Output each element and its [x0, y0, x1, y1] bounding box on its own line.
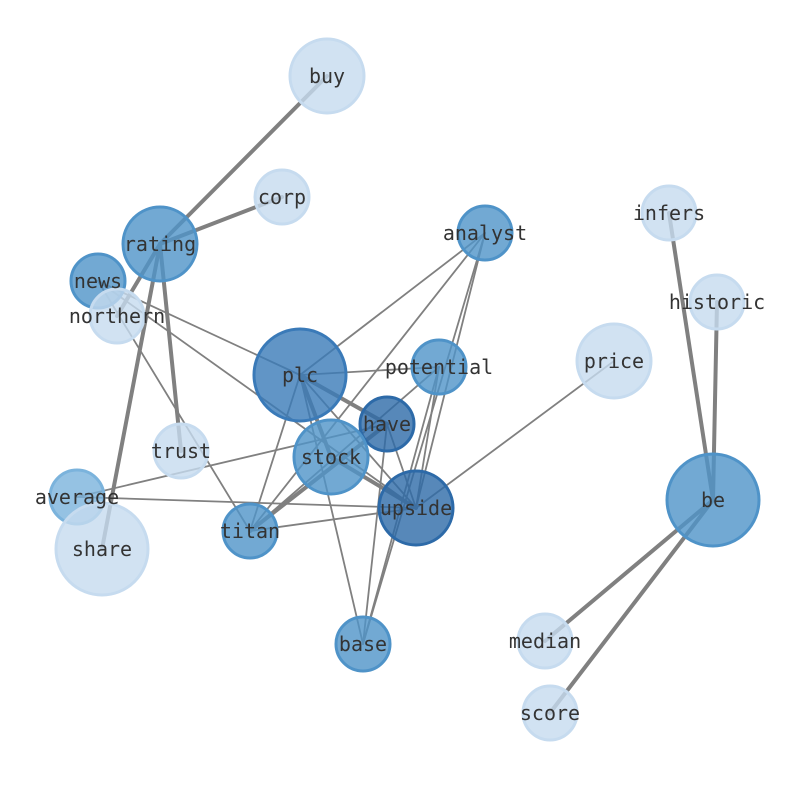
edge-analyst-titan — [249, 232, 486, 532]
node-label-titan: titan — [220, 519, 280, 543]
node-label-northern: northern — [69, 304, 165, 328]
node-layer — [48, 37, 761, 742]
node-share — [54, 501, 150, 597]
node-plc — [252, 327, 348, 423]
edge-infers-be — [667, 211, 715, 502]
node-price — [575, 322, 653, 400]
node-label-rating: rating — [124, 232, 196, 256]
node-label-be: be — [701, 488, 725, 512]
edge-analyst-base — [362, 232, 486, 645]
node-be — [665, 452, 761, 548]
node-label-infers: infers — [633, 201, 705, 225]
node-score — [521, 684, 579, 742]
node-titan — [221, 502, 279, 560]
node-historic — [688, 273, 746, 331]
node-analyst — [456, 204, 514, 262]
node-stock — [292, 418, 370, 496]
node-label-corp: corp — [258, 185, 306, 209]
node-label-potential: potential — [385, 355, 493, 379]
edge-have-base — [362, 423, 388, 645]
node-label-stock: stock — [301, 445, 361, 469]
node-label-share: share — [72, 537, 132, 561]
node-label-buy: buy — [309, 64, 345, 88]
node-infers — [640, 184, 698, 242]
node-potential — [410, 338, 468, 396]
node-label-median: median — [509, 629, 581, 653]
edge-upside-average — [76, 496, 417, 509]
node-label-average: average — [35, 485, 119, 509]
node-label-score: score — [520, 701, 580, 725]
node-trust — [152, 422, 210, 480]
node-have — [358, 395, 416, 453]
node-median — [516, 612, 574, 670]
edge-upside-price — [415, 360, 615, 509]
node-northern — [88, 287, 146, 345]
edge-buy-rating — [158, 74, 329, 246]
node-buy — [288, 37, 366, 115]
node-label-upside: upside — [380, 496, 452, 520]
node-label-plc: plc — [282, 363, 318, 387]
node-label-analyst: analyst — [443, 221, 527, 245]
node-label-have: have — [363, 412, 411, 436]
node-upside — [377, 469, 455, 547]
node-label-historic: historic — [669, 290, 765, 314]
node-label-price: price — [584, 349, 644, 373]
node-label-news: news — [74, 269, 122, 293]
node-label-base: base — [339, 632, 387, 656]
node-corp — [253, 168, 311, 226]
node-label-trust: trust — [151, 439, 211, 463]
node-base — [334, 615, 392, 673]
node-rating — [121, 205, 199, 283]
